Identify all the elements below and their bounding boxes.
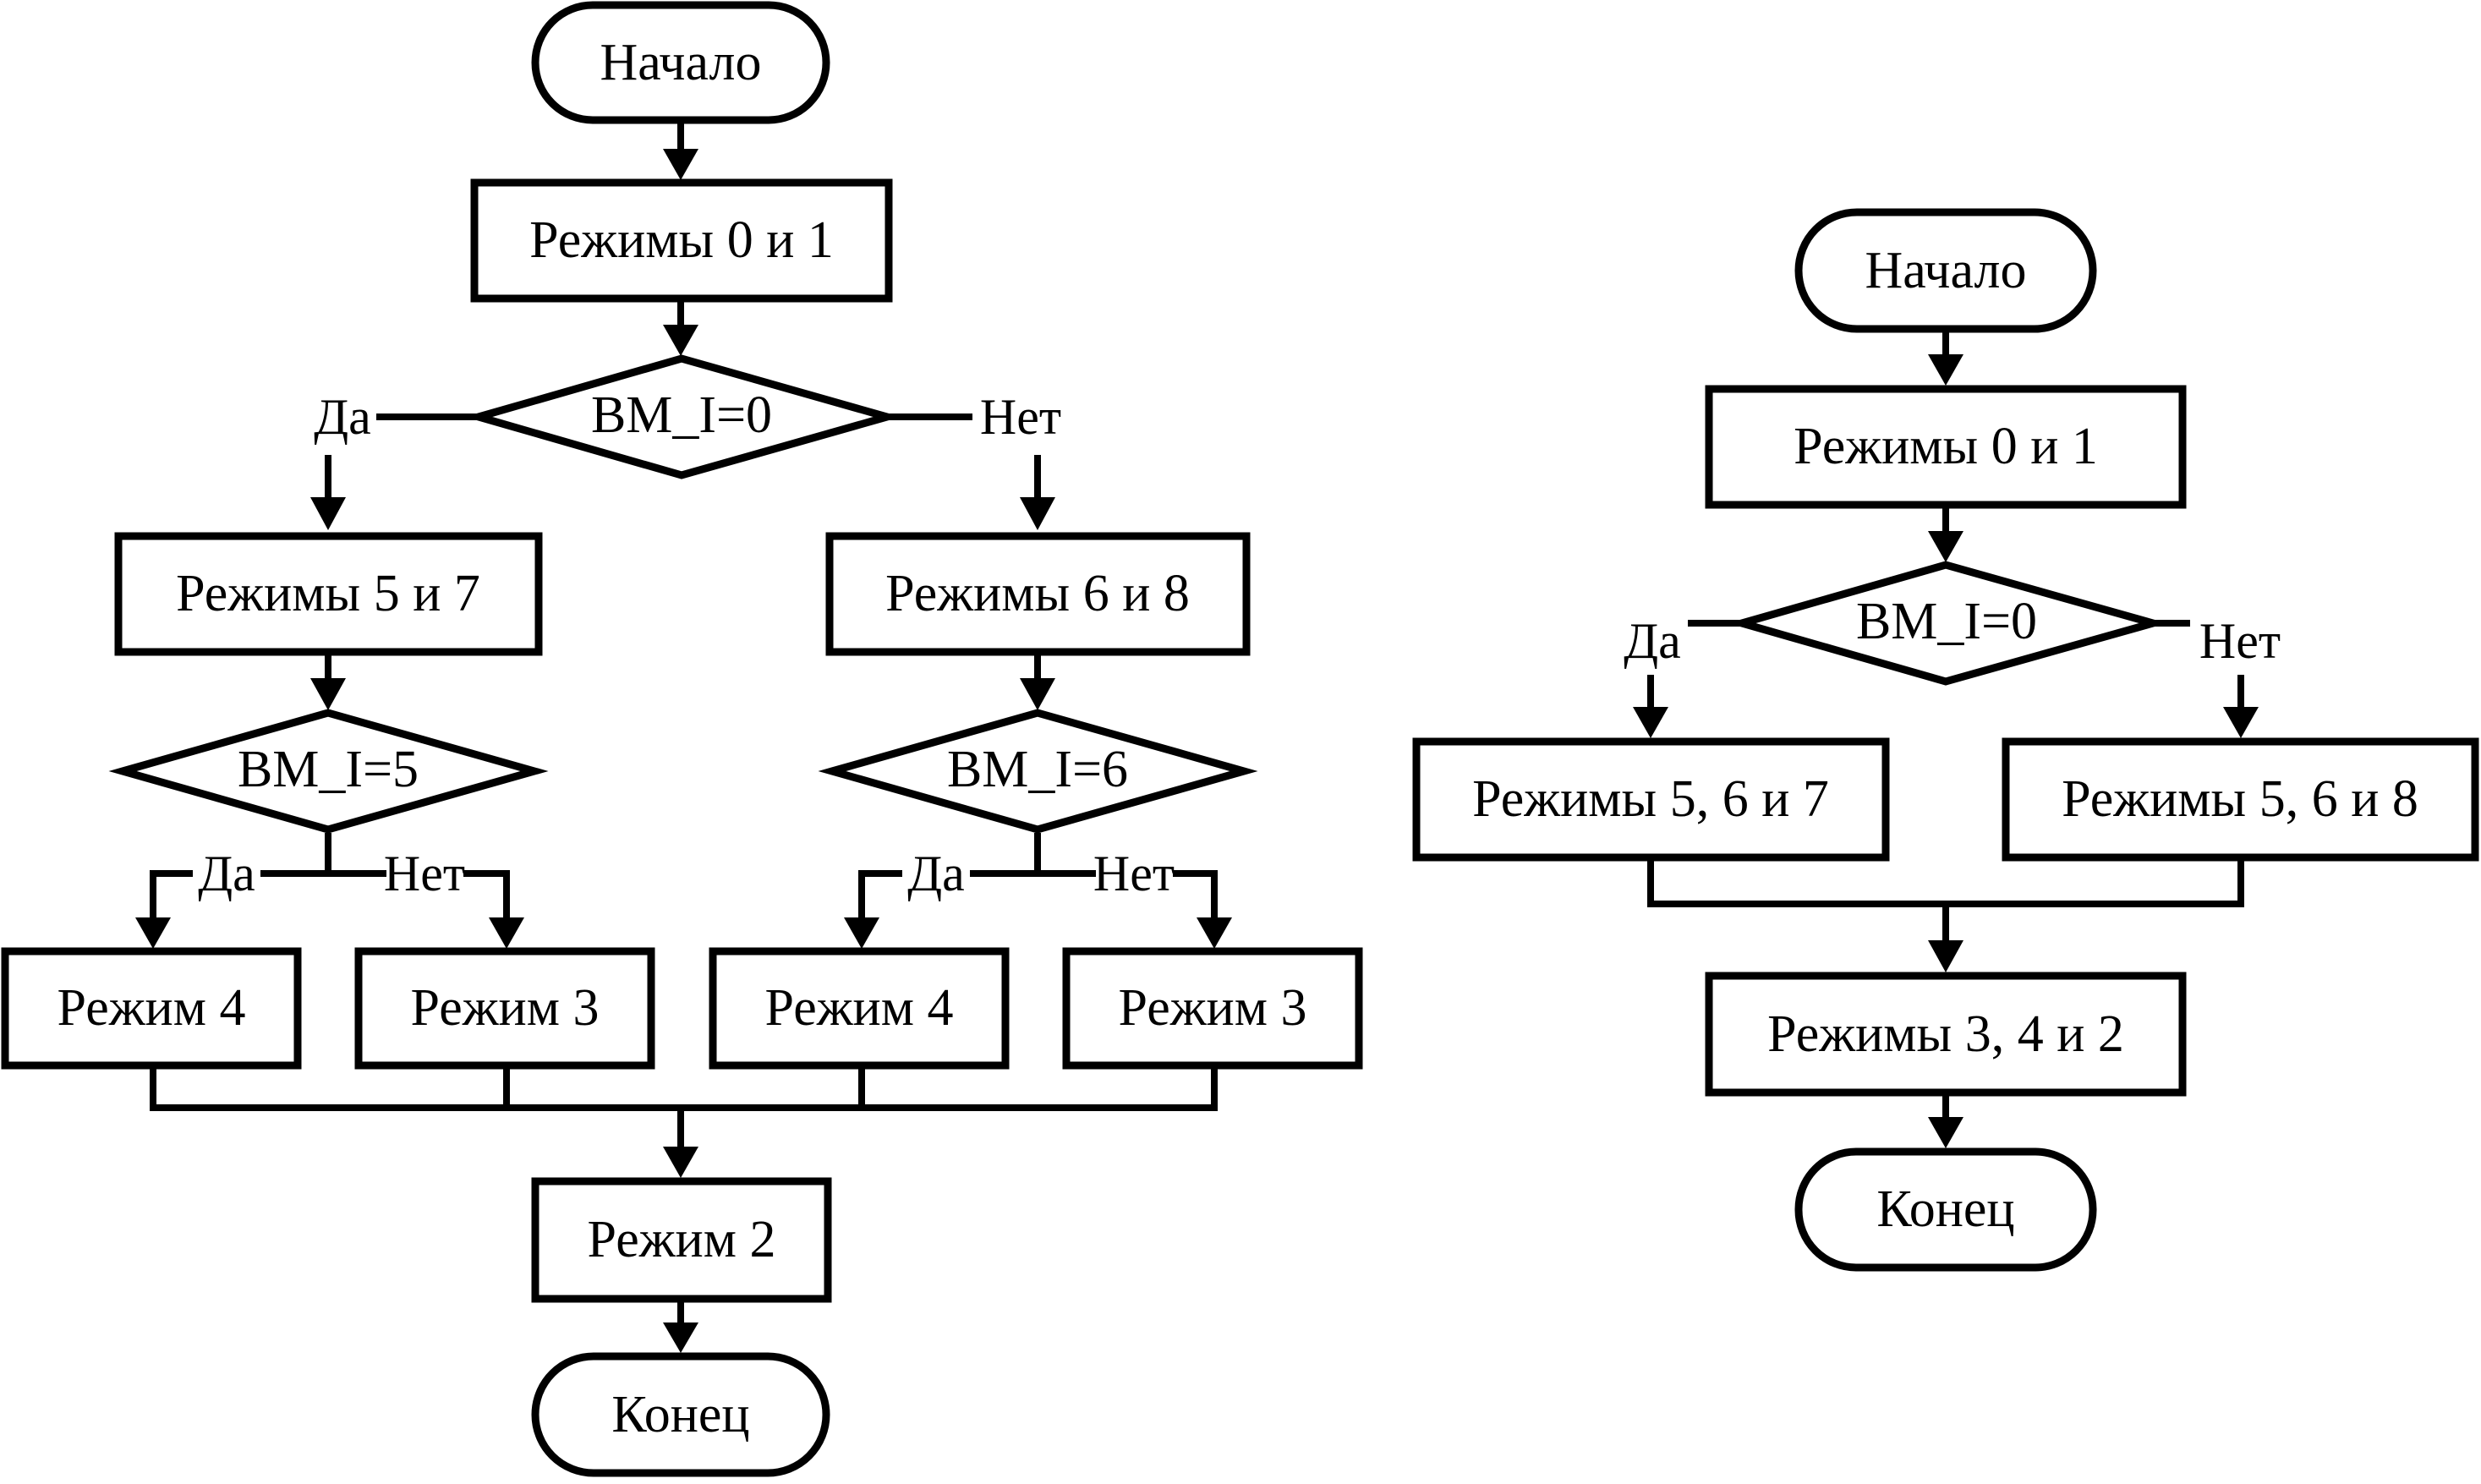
start-label: Начало bbox=[1865, 242, 2027, 299]
branch-yes-bmi5: Да bbox=[198, 846, 255, 901]
process-box bbox=[2002, 737, 2479, 862]
process-box bbox=[354, 947, 655, 1070]
process-mode-3-b: Режим 3 bbox=[1062, 947, 1363, 1070]
end-terminator bbox=[531, 1352, 830, 1477]
process-label: Режимы 6 и 8 bbox=[885, 565, 1190, 622]
end-node-left: Конец bbox=[531, 1352, 830, 1477]
process-label: Режим 4 bbox=[765, 979, 954, 1037]
arrowhead-mode4-a bbox=[135, 917, 171, 949]
arrowhead-decision-main bbox=[1928, 531, 1963, 562]
process-label: Режим 3 bbox=[411, 979, 600, 1037]
process-mode-3-a: Режим 3 bbox=[354, 947, 655, 1070]
branch-yes-main: Да bbox=[1624, 613, 1681, 669]
process-label: Режим 3 bbox=[1119, 979, 1307, 1037]
decision-label: BM_I=0 bbox=[1856, 593, 2037, 650]
decision-label: BM_I=6 bbox=[947, 741, 1128, 798]
process-label: Режимы 5, 6 и 8 bbox=[2062, 770, 2418, 828]
arrowhead-mode3-a bbox=[489, 917, 524, 949]
flowchart-left: Начало Режимы 0 и 1 BM_I=0 Да Нет Режимы… bbox=[1, 1, 1363, 1477]
arrowhead-decision5 bbox=[310, 678, 346, 710]
arrowhead-modes342 bbox=[1928, 940, 1963, 972]
connector-decision5-no-end bbox=[463, 870, 510, 917]
decision-diamond bbox=[818, 709, 1258, 834]
decision-bmi5: BM_I=5 bbox=[108, 709, 549, 834]
process-label: Режимы 5, 6 и 7 bbox=[1472, 770, 1829, 828]
branch-no-bmi5: Нет bbox=[384, 846, 465, 901]
process-label: Режимы 0 и 1 bbox=[529, 211, 834, 269]
process-label: Режимы 3, 4 и 2 bbox=[1767, 1005, 2124, 1063]
decision-label: BM_I=0 bbox=[591, 386, 772, 444]
process-modes-5-6-7: Режимы 5, 6 и 7 bbox=[1412, 737, 1890, 862]
flowchart-right: Начало Режимы 0 и 1 BM_I=0 Да Нет Режимы… bbox=[1412, 208, 2479, 1272]
arrowhead-mode2 bbox=[663, 1147, 698, 1178]
decision-bmi6: BM_I=6 bbox=[818, 709, 1258, 834]
arrowhead-mode3-b bbox=[1197, 917, 1232, 949]
end-terminator bbox=[1794, 1147, 2097, 1272]
decision-label: BM_I=5 bbox=[238, 741, 419, 798]
start-label: Начало bbox=[600, 34, 762, 91]
process-modes-0-1-right: Режимы 0 и 1 bbox=[1705, 385, 2187, 509]
branch-no-main: Нет bbox=[980, 389, 1061, 445]
end-label: Конец bbox=[611, 1386, 749, 1443]
start-node-left: Начало bbox=[531, 1, 830, 124]
arrowhead-modes57 bbox=[310, 497, 346, 530]
process-box bbox=[470, 178, 893, 303]
process-box bbox=[1, 947, 302, 1070]
branch-no-bmi6: Нет bbox=[1093, 846, 1175, 901]
arrowhead-decision-main bbox=[663, 325, 698, 356]
decision-main-left: BM_I=0 bbox=[464, 354, 901, 479]
arrowhead-modes567 bbox=[1633, 707, 1668, 738]
arrowhead-mode4-b bbox=[844, 917, 879, 949]
process-modes-6-8: Режимы 6 и 8 bbox=[825, 532, 1251, 656]
process-box bbox=[709, 947, 1010, 1070]
decision-diamond bbox=[464, 354, 901, 479]
process-modes-5-7: Режимы 5 и 7 bbox=[114, 532, 543, 656]
decision-diamond bbox=[1728, 561, 2167, 686]
arrowhead-modes68 bbox=[1020, 497, 1055, 530]
connector-decision6-no-end bbox=[1173, 870, 1218, 917]
process-modes-0-1-left: Режимы 0 и 1 bbox=[470, 178, 893, 303]
process-box bbox=[1412, 737, 1890, 862]
process-box bbox=[114, 532, 543, 656]
branch-yes-main: Да bbox=[314, 389, 371, 445]
arrowhead-end bbox=[663, 1322, 698, 1353]
process-box bbox=[1705, 972, 2187, 1097]
decision-main-right: BM_I=0 bbox=[1728, 561, 2167, 686]
start-node-right: Начало bbox=[1794, 208, 2097, 333]
branch-yes-bmi6: Да bbox=[907, 846, 965, 901]
connector-decision5-yes-end bbox=[150, 870, 193, 917]
arrowhead-modes568 bbox=[2223, 707, 2259, 738]
end-label: Конец bbox=[1876, 1180, 2014, 1238]
decision-diamond bbox=[108, 709, 549, 834]
end-node-right: Конец bbox=[1794, 1147, 2097, 1272]
start-terminator bbox=[531, 1, 830, 124]
start-terminator bbox=[1794, 208, 2097, 333]
arrowhead-decision6 bbox=[1020, 678, 1055, 710]
process-modes-3-4-2: Режимы 3, 4 и 2 bbox=[1705, 972, 2187, 1097]
process-label: Режим 4 bbox=[58, 979, 246, 1037]
connectors-left bbox=[135, 121, 1232, 1353]
arrowhead-end bbox=[1928, 1117, 1963, 1148]
process-box bbox=[1705, 385, 2187, 509]
process-box bbox=[1062, 947, 1363, 1070]
arrowhead-modes01 bbox=[1928, 354, 1963, 386]
process-label: Режимы 5 и 7 bbox=[176, 565, 480, 622]
process-mode-2: Режим 2 bbox=[531, 1177, 832, 1303]
branch-no-main: Нет bbox=[2199, 613, 2281, 669]
connectors-right bbox=[1633, 331, 2259, 1148]
process-mode-4-a: Режим 4 bbox=[1, 947, 302, 1070]
arrowhead-modes01 bbox=[663, 149, 698, 180]
process-mode-4-b: Режим 4 bbox=[709, 947, 1010, 1070]
process-label: Режим 2 bbox=[588, 1211, 776, 1268]
process-box bbox=[825, 532, 1251, 656]
process-label: Режимы 0 и 1 bbox=[1794, 418, 2098, 475]
process-modes-5-6-8: Режимы 5, 6 и 8 bbox=[2002, 737, 2479, 862]
process-box bbox=[531, 1177, 832, 1303]
connector-decision6-yes-end bbox=[858, 870, 902, 917]
